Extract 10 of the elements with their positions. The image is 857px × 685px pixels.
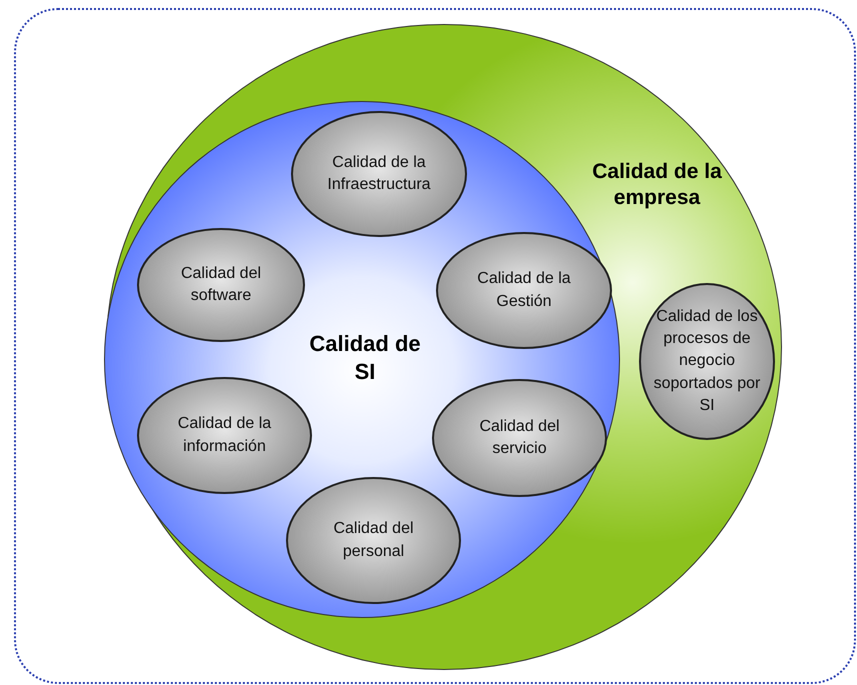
node-label: Calidad del personal xyxy=(332,519,415,562)
node-label: Calidad del servicio xyxy=(478,416,561,459)
circle-title: Calidad de SI xyxy=(308,330,422,385)
node-label: Calidad de los procesos de negocio soportados por SI xyxy=(652,306,762,416)
node-label: Calidad de la información xyxy=(176,414,272,456)
node-label: Calidad de la Infraestructura xyxy=(326,152,432,195)
node-label: Calidad del software xyxy=(180,264,262,306)
node-label: Calidad de la Gestión xyxy=(476,269,572,312)
dotted-frame xyxy=(14,8,856,684)
circle-title: Calidad de la empresa xyxy=(591,159,723,212)
